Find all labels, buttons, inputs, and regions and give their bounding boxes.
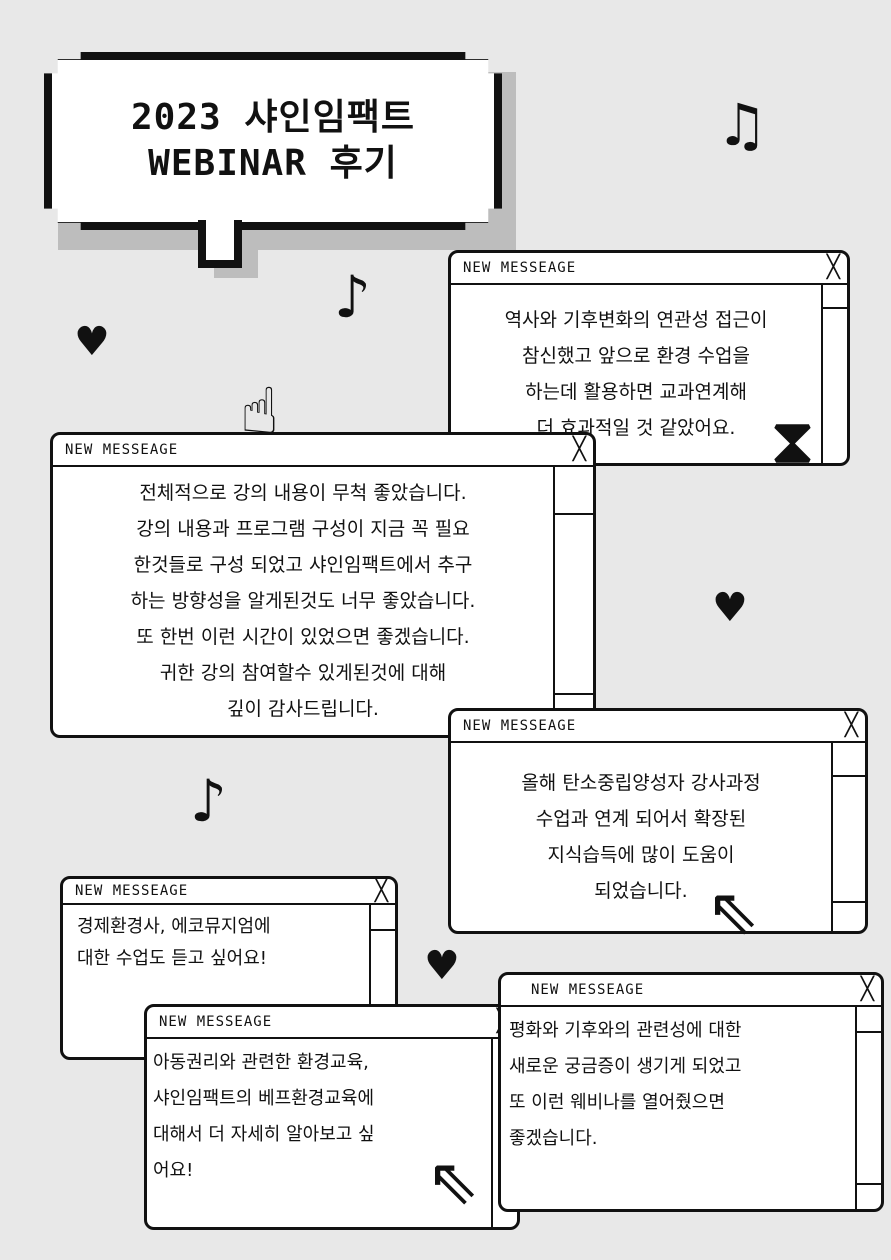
arrow-cursor-icon: ⇖ xyxy=(706,875,760,949)
window-title-bar[interactable]: NEW MESSEAGE ╳ xyxy=(53,435,593,467)
message-text: 올해 탄소중립양성자 강사과정 수업과 연계 되어서 확장된 지식습득에 많이 … xyxy=(521,772,761,902)
title-line-1: 2023 샤인임팩트 xyxy=(131,97,415,138)
arrow-cursor-icon: ⇖ xyxy=(426,1145,480,1219)
window-title-bar[interactable]: NEW MESSEAGE ╳ xyxy=(501,975,881,1007)
message-text: 전체적으로 강의 내용이 무척 좋았습니다. 강의 내용과 프로그램 구성이 지… xyxy=(130,482,476,720)
hand-cursor-icon: ☝ xyxy=(240,375,279,449)
close-icon[interactable]: ╳ xyxy=(374,878,389,903)
message-window[interactable]: NEW MESSEAGE ╳ 경제환경사, 에코뮤지엄에 대한 수업도 듣고 싶… xyxy=(60,876,398,1060)
window-title-bar[interactable]: NEW MESSEAGE ╳ xyxy=(451,253,847,285)
pixel-heart-icon: ♥ xyxy=(712,585,748,631)
scrollbar[interactable] xyxy=(553,467,593,735)
window-title-bar[interactable]: NEW MESSEAGE ╳ xyxy=(147,1007,517,1039)
close-icon[interactable]: ╳ xyxy=(572,437,587,462)
hourglass-icon: ⧗ xyxy=(770,405,815,479)
window-title: NEW MESSEAGE xyxy=(159,1014,273,1030)
close-icon[interactable]: ╳ xyxy=(844,713,859,738)
title-bubble: 2023 샤인임팩트 WEBINAR 후기 xyxy=(44,52,502,230)
window-title: NEW MESSEAGE xyxy=(463,718,577,734)
message-window[interactable]: NEW MESSEAGE ╳ 역사와 기후변화의 연관성 접근이 참신했고 앞으… xyxy=(448,250,850,466)
close-icon[interactable]: ╳ xyxy=(860,977,875,1002)
music-note-icon: ♫ xyxy=(716,91,768,159)
music-note-icon: ♪ xyxy=(190,767,228,835)
window-title: NEW MESSEAGE xyxy=(531,982,645,998)
message-window[interactable]: NEW MESSEAGE ╳ 평화와 기후와의 관련성에 대한 새로운 궁금증이… xyxy=(498,972,884,1212)
message-text: 아동권리와 관련한 환경교육, 샤인임팩트의 베프환경교육에 대해서 더 자세히… xyxy=(153,1052,375,1181)
message-window[interactable]: NEW MESSEAGE ╳ 아동권리와 관련한 환경교육, 샤인임팩트의 베프… xyxy=(144,1004,520,1230)
scrollbar[interactable] xyxy=(369,905,395,1057)
scrollbar[interactable] xyxy=(855,1007,881,1209)
message-window[interactable]: NEW MESSEAGE ╳ 전체적으로 강의 내용이 무척 좋았습니다. 강의… xyxy=(50,432,596,738)
pixel-heart-icon: ♥ xyxy=(424,943,460,989)
window-title-bar[interactable]: NEW MESSEAGE ╳ xyxy=(451,711,865,743)
scrollbar[interactable] xyxy=(821,285,847,463)
message-window[interactable]: NEW MESSEAGE ╳ 올해 탄소중립양성자 강사과정 수업과 연계 되어… xyxy=(448,708,868,934)
bubble-tail xyxy=(198,220,242,268)
window-title: NEW MESSEAGE xyxy=(75,883,189,899)
scrollbar[interactable] xyxy=(831,743,865,931)
close-icon[interactable]: ╳ xyxy=(826,255,841,280)
message-text: 평화와 기후와의 관련성에 대한 새로운 궁금증이 생기게 되었고 또 이런 웨… xyxy=(509,1020,742,1149)
title-line-2: WEBINAR 후기 xyxy=(148,143,398,184)
scrollbar[interactable] xyxy=(491,1039,517,1227)
message-text: 경제환경사, 에코뮤지엄에 대한 수업도 듣고 싶어요! xyxy=(77,916,271,969)
pixel-heart-icon: ♥ xyxy=(74,319,110,365)
window-title-bar[interactable]: NEW MESSEAGE ╳ xyxy=(63,879,395,905)
window-title: NEW MESSEAGE xyxy=(463,260,577,276)
music-note-icon: ♪ xyxy=(334,263,372,331)
window-title: NEW MESSEAGE xyxy=(65,442,179,458)
message-text: 역사와 기후변화의 연관성 접근이 참신했고 앞으로 환경 수업을 하는데 활용… xyxy=(504,309,768,439)
